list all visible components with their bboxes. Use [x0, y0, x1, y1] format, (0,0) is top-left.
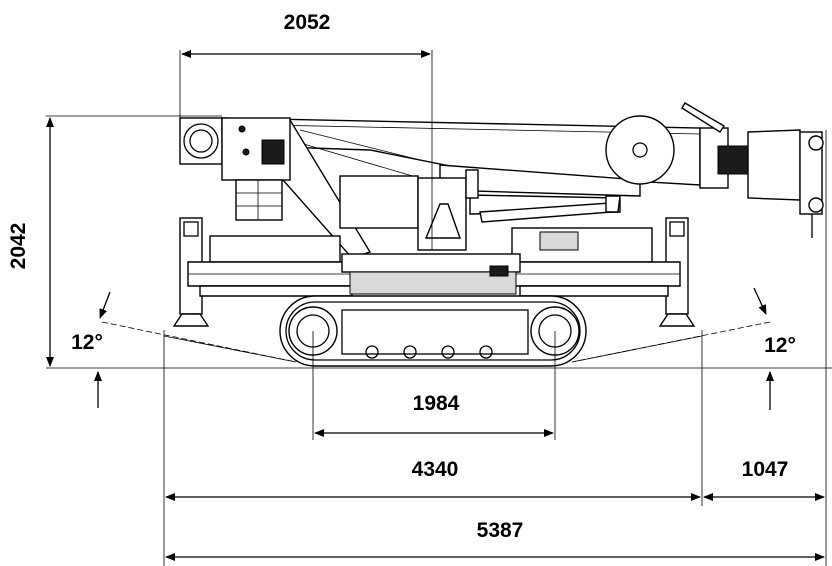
- track-centers-label: 1984: [413, 392, 460, 415]
- height-label: 2042: [7, 223, 30, 270]
- dimension-lines: [46, 50, 832, 566]
- slewing-ring: [341, 253, 521, 295]
- winch-drum: [179, 117, 291, 221]
- dimension-labels: 2052 2042 12° 12° 1984 4340 1047 5387: [7, 11, 796, 542]
- left-angle-label: 12°: [71, 331, 103, 354]
- boom-head: [605, 102, 824, 238]
- top-width-label: 2052: [284, 11, 331, 34]
- right-angle-label: 12°: [764, 334, 796, 357]
- rear-overhang-label: 1047: [742, 458, 789, 481]
- crawler-track: [279, 295, 587, 367]
- outrigger-span-label: 4340: [412, 458, 459, 481]
- overall-length-label: 5387: [477, 519, 524, 542]
- upper-structure: [209, 169, 653, 263]
- crane-illustration: [172, 102, 824, 367]
